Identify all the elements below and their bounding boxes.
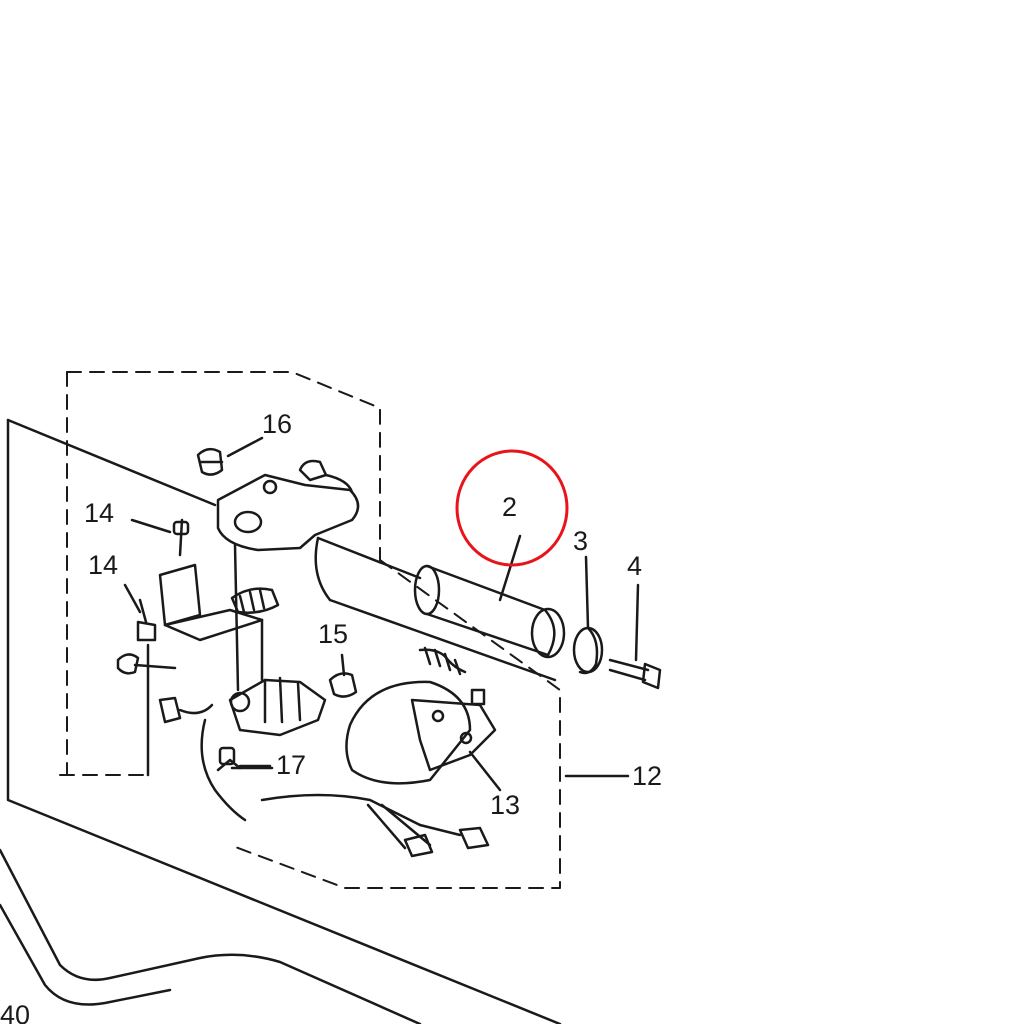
leader-14b [123,583,142,614]
switch-housing-upper [196,436,360,552]
callout-13: 13 [490,790,521,820]
callout-14-lower: 14 [88,550,119,580]
callout-12: 12 [632,761,663,791]
callout-15: 15 [318,619,349,649]
spring-and-bracket [328,646,502,792]
callout-17: 17 [276,750,307,780]
grip-tube [314,534,662,690]
callout-16: 16 [262,409,293,439]
callout-4: 4 [627,551,643,581]
callout-3: 3 [573,526,589,556]
highlight-circle [455,449,569,567]
wiring-harness [200,718,490,858]
leader-14a [130,518,172,534]
callout-40: 40 [0,1000,31,1024]
handlebar [0,418,562,1024]
callout-14-upper: 14 [84,498,115,528]
switch-internals [116,518,327,777]
callout-2: 2 [502,492,518,522]
assembly-box-12 [59,371,561,889]
